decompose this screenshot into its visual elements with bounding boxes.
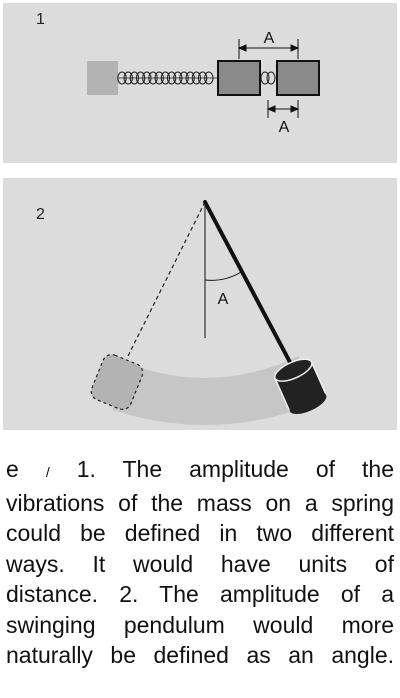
pendulum-diagram: A bbox=[90, 200, 328, 425]
panel-2-number: 2 bbox=[36, 206, 45, 223]
amplitude-top-label: A bbox=[264, 30, 275, 47]
amplitude-bottom-label: A bbox=[279, 119, 290, 136]
spring-diagram: A A bbox=[87, 30, 320, 136]
amplitude-angle-label: A bbox=[218, 291, 229, 308]
panel-1-number: 1 bbox=[36, 11, 45, 28]
spring-wall bbox=[87, 61, 118, 95]
amplitude-angle-arc bbox=[204, 271, 242, 281]
caption-line-6: swinging pendulum would more bbox=[6, 611, 394, 638]
caption-text-1: 1. The amplitude of the bbox=[76, 456, 395, 482]
caption-line-3: could be defined in two different bbox=[6, 520, 394, 546]
swing-arc bbox=[111, 356, 299, 425]
caption-line-2: vibrations of the mass on a spring bbox=[6, 489, 394, 516]
caption-line-1: e / 1. The amplitude of the bbox=[6, 454, 394, 488]
ghost-bob bbox=[90, 353, 144, 411]
pendulum-rod bbox=[203, 200, 294, 368]
pendulum-bob bbox=[273, 358, 328, 415]
caption-separator: / bbox=[45, 464, 50, 480]
spring-coils bbox=[117, 71, 218, 85]
pendulum-panel: 2 A bbox=[3, 178, 397, 430]
figure-caption: e / 1. The amplitude of the vibrations o… bbox=[6, 454, 394, 671]
mass-block-right bbox=[276, 60, 320, 96]
caption-line-5: distance. 2. The amplitude of a bbox=[6, 581, 394, 607]
amplitude-bottom-arrow bbox=[266, 100, 300, 118]
mass-block-left bbox=[217, 60, 261, 96]
caption-figure-letter: e bbox=[6, 456, 19, 482]
short-spring bbox=[260, 71, 276, 85]
dashed-string bbox=[126, 201, 206, 359]
caption-line-4: ways. It would have units of bbox=[6, 550, 394, 577]
amplitude-top-arrow bbox=[237, 39, 300, 59]
caption-line-7: naturally be defined as an angle. bbox=[6, 642, 394, 668]
spring-panel: 1 A A bbox=[3, 3, 397, 163]
